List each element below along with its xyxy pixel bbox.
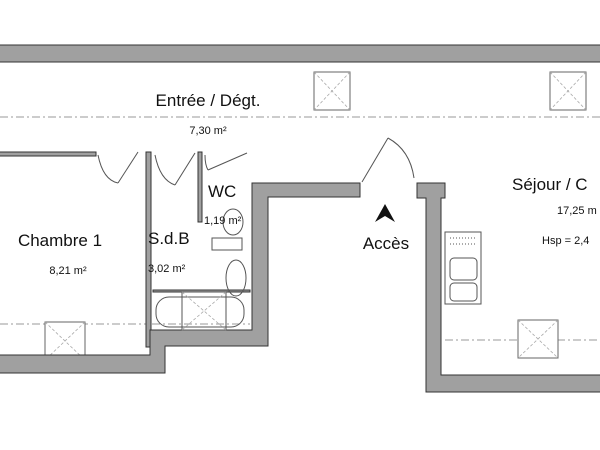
door xyxy=(154,152,196,186)
skylight xyxy=(517,319,559,359)
top-wall xyxy=(0,44,600,63)
room-area-sdb: 3,02 m² xyxy=(148,263,186,275)
room-name-wc: WC xyxy=(208,182,236,201)
toilet xyxy=(211,208,244,251)
door xyxy=(97,151,139,184)
access-label: Accès xyxy=(363,234,409,253)
wall xyxy=(197,151,203,223)
door xyxy=(204,152,248,171)
room-area-wc: 1,19 m² xyxy=(204,215,242,227)
room-name-entree: Entrée / Dégt. xyxy=(156,91,261,110)
room-height-sejour: Hsp = 2,4 xyxy=(542,235,589,247)
kitchen-sink xyxy=(444,231,482,305)
wall xyxy=(416,182,600,393)
wall xyxy=(0,151,97,157)
bathtub xyxy=(155,291,245,331)
room-area-entree: 7,30 m² xyxy=(189,125,227,137)
room-name-chambre: Chambre 1 xyxy=(18,231,102,250)
skylight xyxy=(313,71,351,111)
room-name-sejour: Séjour / C xyxy=(512,175,588,194)
wall xyxy=(0,182,361,374)
room-area-chambre: 8,21 m² xyxy=(49,265,87,277)
door xyxy=(361,137,415,183)
wall xyxy=(145,151,152,348)
room-area-sejour: 17,25 m xyxy=(557,205,597,217)
skylight xyxy=(549,71,587,111)
skylight xyxy=(44,321,86,361)
north-arrow-icon xyxy=(375,204,395,222)
room-name-sdb: S.d.B xyxy=(148,229,190,248)
washbasin xyxy=(225,259,247,297)
